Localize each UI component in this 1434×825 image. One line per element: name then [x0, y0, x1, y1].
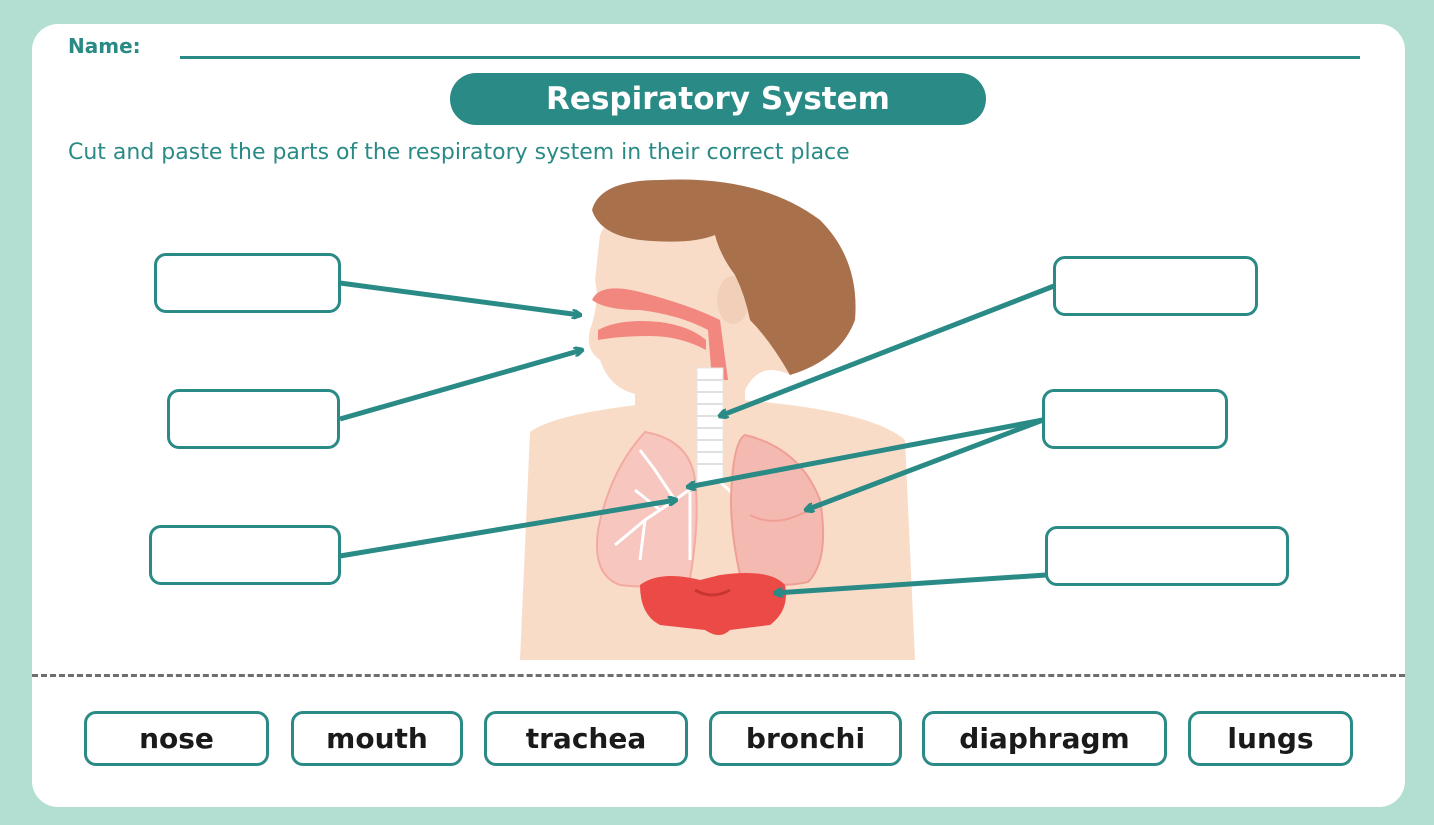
word-tile-lungs[interactable]: lungs	[1188, 711, 1353, 766]
answer-box[interactable]	[1042, 389, 1228, 449]
answer-box[interactable]	[149, 525, 341, 585]
answer-box[interactable]	[1045, 526, 1289, 586]
word-tile-nose[interactable]: nose	[84, 711, 269, 766]
word-tile-diaphragm[interactable]: diaphragm	[922, 711, 1167, 766]
answer-box[interactable]	[154, 253, 341, 313]
trachea-illustration	[697, 368, 723, 483]
word-tile-trachea[interactable]: trachea	[484, 711, 688, 766]
answer-box[interactable]	[167, 389, 340, 449]
word-tile-mouth[interactable]: mouth	[291, 711, 463, 766]
cut-line	[32, 674, 1405, 677]
answer-box[interactable]	[1053, 256, 1258, 316]
word-tile-bronchi[interactable]: bronchi	[709, 711, 902, 766]
